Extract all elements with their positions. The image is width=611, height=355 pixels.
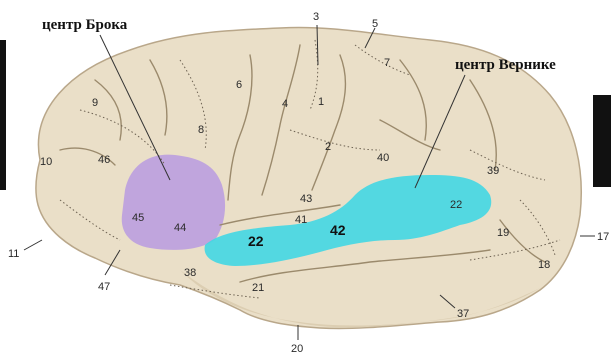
- area-18: 18: [538, 259, 550, 271]
- area-4: 4: [282, 98, 288, 110]
- area-17: 17: [597, 231, 609, 243]
- label-11-pointer: [24, 240, 42, 250]
- area-39: 39: [487, 165, 499, 177]
- area-46: 46: [98, 154, 110, 166]
- area-38: 38: [184, 267, 196, 279]
- area-8: 8: [198, 124, 204, 136]
- area-45: 45: [132, 212, 144, 224]
- area-6: 6: [236, 79, 242, 91]
- area-11: 11: [8, 248, 19, 260]
- area-43: 43: [300, 193, 312, 205]
- area-1: 1: [318, 96, 324, 108]
- area-5: 5: [372, 18, 378, 30]
- wernicke-title: центр Вернике: [455, 57, 556, 73]
- area-10: 10: [40, 156, 52, 168]
- area-37: 37: [457, 308, 469, 320]
- area-7: 7: [384, 57, 390, 69]
- area-41: 41: [295, 214, 307, 226]
- area-9: 9: [92, 97, 98, 109]
- area-40: 40: [377, 152, 389, 164]
- area-20: 20: [291, 343, 303, 355]
- broca-title: центр Брока: [42, 17, 128, 33]
- area-21: 21: [252, 282, 264, 294]
- area-3: 3: [313, 11, 319, 23]
- area-2: 2: [325, 141, 331, 153]
- broca-area: [122, 155, 225, 250]
- area-22-left: 22: [248, 233, 264, 249]
- area-19: 19: [497, 227, 509, 239]
- area-44: 44: [174, 222, 186, 234]
- area-47: 47: [98, 281, 110, 293]
- area-22-right: 22: [450, 199, 462, 211]
- area-42: 42: [330, 222, 346, 238]
